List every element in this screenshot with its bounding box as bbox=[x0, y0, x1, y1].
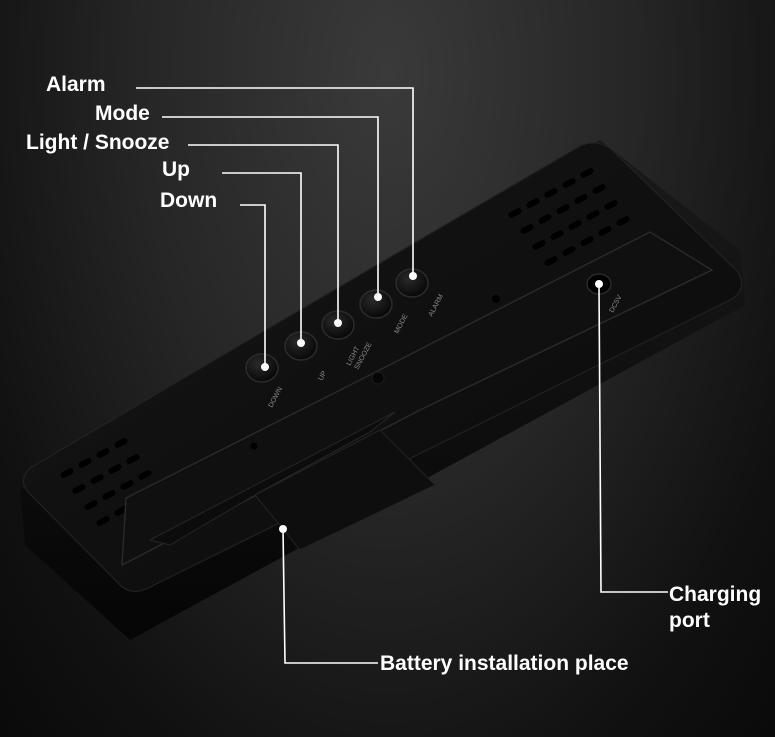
leader-dots bbox=[261, 272, 603, 533]
label-down: Down bbox=[160, 189, 218, 212]
leader-down bbox=[240, 204, 266, 366]
button-mode[interactable] bbox=[359, 289, 393, 319]
leader-lines bbox=[136, 87, 668, 664]
label-mode: Mode bbox=[95, 102, 150, 125]
leader-mode bbox=[162, 116, 379, 296]
leader-battery bbox=[282, 528, 378, 664]
print-up: UP bbox=[318, 370, 329, 382]
label-up: Up bbox=[162, 158, 190, 181]
label-alarm: Alarm bbox=[46, 73, 106, 96]
leader-up bbox=[222, 172, 302, 342]
speaker-grille-right bbox=[508, 168, 630, 266]
screw-hole bbox=[492, 295, 500, 303]
label-charging-port: Charging port bbox=[669, 583, 762, 632]
screw-hole bbox=[371, 371, 385, 385]
screw-hole bbox=[250, 442, 258, 450]
label-battery: Battery installation place bbox=[380, 652, 629, 675]
battery-cover bbox=[148, 411, 396, 546]
leader-light-snooze bbox=[188, 144, 339, 322]
label-light-snooze: Light / Snooze bbox=[26, 131, 170, 154]
leader-alarm bbox=[136, 87, 414, 275]
button-alarm[interactable] bbox=[395, 268, 429, 298]
leader-charging bbox=[598, 283, 668, 593]
